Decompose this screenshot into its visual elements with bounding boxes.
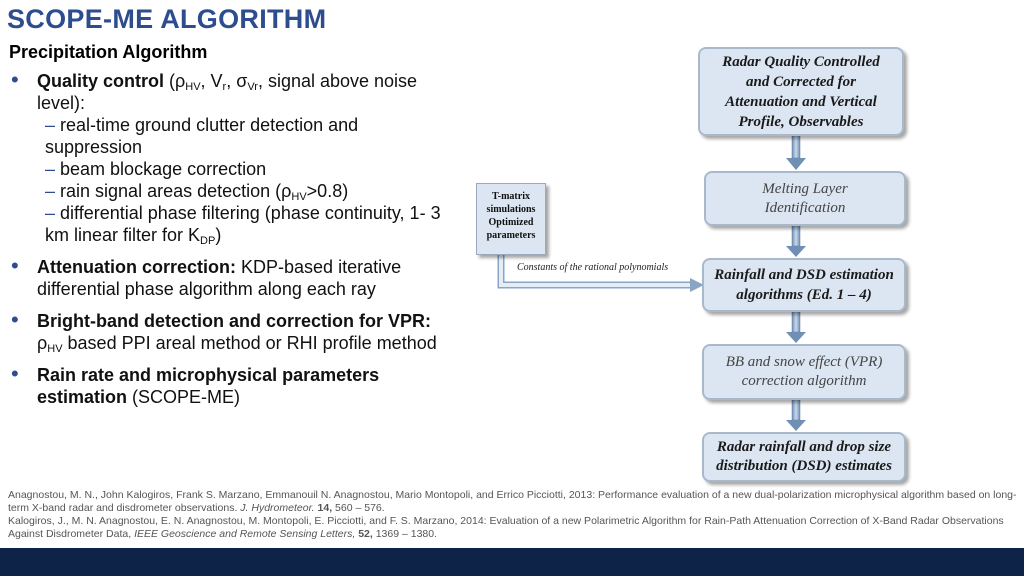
bullet-list: • Quality control (ρHV, Vr, σVr, signal … bbox=[9, 67, 449, 418]
bullet-text: ρ bbox=[37, 333, 48, 353]
subscript: HV bbox=[47, 343, 63, 355]
bullet-text: , σ bbox=[226, 71, 248, 91]
flow-box-line: Attenuation and Vertical bbox=[725, 93, 877, 110]
bullet-label: Bright-band detection and correction for… bbox=[37, 311, 432, 331]
sub-item-text: rain signal areas detection (ρ bbox=[60, 181, 292, 201]
bullet-label: Rain rate and microphysical parameters e… bbox=[37, 365, 380, 407]
reference-pages: 1369 – 1380. bbox=[372, 528, 438, 540]
constants-label: Constants of the rational polynomials bbox=[517, 262, 669, 273]
subscript: DP bbox=[200, 235, 216, 247]
reference-pages: 560 – 576. bbox=[332, 502, 385, 514]
bullet-rain-rate: • Rain rate and microphysical parameters… bbox=[9, 361, 449, 408]
footer-bar bbox=[0, 548, 1024, 576]
reference-1: Anagnostou, M. N., John Kalogiros, Frank… bbox=[8, 489, 1018, 515]
bullet-dot-icon: • bbox=[11, 361, 19, 386]
bullet-quality-control: • Quality control (ρHV, Vr, σVr, signal … bbox=[9, 67, 449, 247]
side-arrow bbox=[497, 252, 704, 292]
flow-box-radar-rainfall: Radar rainfall and drop size distribution… bbox=[702, 432, 906, 482]
flow-box-line: and Corrected for bbox=[746, 73, 856, 90]
subscript: HV bbox=[291, 191, 307, 203]
sub-item-text: differential phase filtering (phase cont… bbox=[45, 203, 441, 245]
sub-item-text: beam blockage correction bbox=[60, 159, 267, 179]
flow-box-line: Profile, Observables bbox=[738, 113, 864, 130]
reference-2: Kalogiros, J., M. N. Anagnostou, E. N. A… bbox=[8, 515, 1018, 541]
flow-box-rainfall-dsd: Rainfall and DSD estimation algorithms (E… bbox=[702, 258, 906, 312]
bullet-text: based PPI areal method or RHI profile me… bbox=[62, 333, 437, 353]
bullet-dot-icon: • bbox=[11, 253, 19, 278]
flow-box-line: algorithms (Ed. 1 – 4) bbox=[736, 287, 872, 303]
flow-box-line: Melting Layer bbox=[762, 180, 848, 197]
down-arrow-2 bbox=[786, 225, 806, 257]
subscript: r bbox=[222, 81, 227, 93]
slide-title: SCOPE-ME ALGORITHM bbox=[7, 4, 327, 34]
flow-box-line: distribution (DSD) estimates bbox=[716, 458, 892, 474]
tmatrix-line: T-matrix bbox=[492, 191, 530, 202]
sub-item-text: ) bbox=[215, 225, 222, 245]
down-arrow-4 bbox=[786, 399, 806, 431]
subscript: Vr bbox=[247, 81, 258, 93]
bullet-text: (ρ bbox=[164, 71, 186, 91]
tmatrix-box: T-matrix simulations Optimized parameter… bbox=[476, 183, 546, 255]
bullet-label: Quality control bbox=[37, 71, 165, 91]
reference-text: Anagnostou, M. N., John Kalogiros, Frank… bbox=[8, 489, 1017, 514]
flow-box-line: Radar Quality Controlled bbox=[722, 53, 880, 70]
tmatrix-line: parameters bbox=[486, 230, 536, 241]
reference-volume: 14, bbox=[314, 502, 333, 514]
tmatrix-line: simulations bbox=[486, 204, 536, 215]
references: Anagnostou, M. N., John Kalogiros, Frank… bbox=[8, 489, 1018, 541]
tmatrix-line: Optimized bbox=[488, 217, 534, 228]
flow-box-bb-snow: BB and snow effect (VPR) correction algor… bbox=[702, 344, 906, 400]
bullet-attenuation: • Attenuation correction: KDP-based iter… bbox=[9, 253, 449, 300]
flow-box-line: BB and snow effect (VPR) bbox=[725, 354, 883, 370]
bullet-text: , signal above noise level): bbox=[37, 71, 418, 113]
flow-box-quality-controlled: Radar Quality Controlled and Corrected fo… bbox=[698, 47, 904, 136]
reference-volume: 52, bbox=[355, 528, 373, 540]
sub-item-phase-filter: – differential phase filtering (phase co… bbox=[45, 203, 441, 247]
flow-box-line: Identification bbox=[764, 199, 846, 216]
bullet-dot-icon: • bbox=[11, 67, 19, 92]
down-arrow-3 bbox=[786, 311, 806, 343]
reference-text: Kalogiros, J., M. N. Anagnostou, E. N. A… bbox=[8, 515, 1004, 540]
flow-box-line: Rainfall and DSD estimation bbox=[714, 267, 894, 283]
bullet-dot-icon: • bbox=[11, 307, 19, 332]
reference-journal: J. Hydrometeor. bbox=[240, 502, 315, 514]
sub-item-text: >0.8) bbox=[306, 181, 349, 201]
subscript: HV bbox=[185, 81, 201, 93]
sub-item-clutter: – real-time ground clutter detection and… bbox=[45, 115, 359, 157]
sub-item-text: real-time ground clutter detection and s… bbox=[45, 115, 359, 157]
bullet-text: KDP-based iterative differential phase a… bbox=[37, 257, 402, 299]
slide-subtitle: Precipitation Algorithm bbox=[9, 42, 208, 62]
flow-box-line: Radar rainfall and drop size bbox=[716, 439, 892, 455]
down-arrow-1 bbox=[786, 135, 806, 170]
bullet-text: (SCOPE-ME) bbox=[127, 387, 241, 407]
bullet-label: Attenuation correction: bbox=[37, 257, 237, 277]
sub-item-rain-signal: – rain signal areas detection (ρHV>0.8) bbox=[45, 181, 349, 203]
flow-box-line: correction algorithm bbox=[741, 373, 867, 389]
sub-item-blockage: – beam blockage correction bbox=[45, 159, 267, 179]
bullet-bright-band: • Bright-band detection and correction f… bbox=[9, 307, 449, 355]
bullet-text: , V bbox=[200, 71, 223, 91]
reference-journal: IEEE Geoscience and Remote Sensing Lette… bbox=[134, 528, 356, 540]
